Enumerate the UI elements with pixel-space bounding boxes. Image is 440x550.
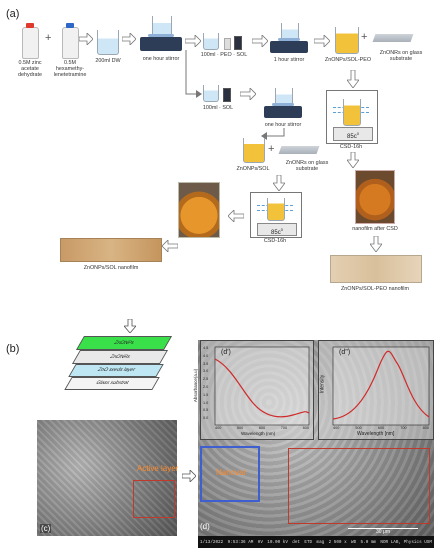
- chart-d1-tag: (d'): [221, 349, 231, 356]
- hexamine-label: 0.5M hexamethy- lenetetramine: [53, 60, 87, 79]
- down-arrow-icon: [347, 70, 359, 88]
- chart-d1-ylabel: Absorbance(a.u): [193, 368, 199, 403]
- nanovar-region: [200, 446, 260, 502]
- arrow-icon: [122, 33, 136, 45]
- top-stir-label: 1 hour stirror: [273, 57, 305, 63]
- peo-vial: [224, 38, 231, 50]
- arrow-icon: [314, 35, 330, 47]
- scale-bar: 30 μm: [348, 528, 418, 535]
- down-arrow-icon: [370, 236, 382, 252]
- chart-d1-xlabel: Wavelength (nm): [241, 431, 276, 436]
- active-layer-region: [133, 480, 175, 518]
- hexamine-bottle: [62, 23, 79, 59]
- panel-c-tag: (c): [40, 524, 52, 533]
- left-arrow-icon: [228, 210, 244, 222]
- bottom-sol-beaker: [203, 85, 219, 102]
- layer-stack: ZnONPs ZnONRs ZnO seeds layer Glass subs…: [64, 336, 182, 400]
- layer-seeds: ZnO seeds layer: [68, 364, 164, 377]
- bottom-csd-temp-sup: 0: [280, 227, 283, 232]
- bottom-substrate-label: ZnONRs on glass substrate: [285, 160, 329, 173]
- dw-label: 200ml DW: [95, 58, 121, 64]
- chart-d2-xlabel: Wavelength [nm]: [357, 431, 395, 437]
- zinc-acetate-label: 0.5M zinc acetate dehydrate: [18, 60, 42, 79]
- nanovar-label: Nanovar: [216, 468, 247, 477]
- plus-sign: +: [45, 32, 52, 44]
- arrow-icon: [182, 470, 196, 482]
- top-csd-box: 85c0: [326, 90, 378, 144]
- glass-substrate: [372, 34, 414, 42]
- arrow-icon: [252, 35, 268, 47]
- chart-d2-svg: [332, 346, 430, 426]
- down-arrow-icon: [347, 152, 359, 168]
- glass-substrate: [278, 146, 320, 154]
- plus-sign: +: [361, 31, 368, 43]
- chart-d2-ylabel: Intensity: [319, 374, 326, 394]
- top-csd-temp-sup: 0: [356, 131, 359, 136]
- left-arrow-icon: [162, 240, 178, 252]
- nanofilm-after-csd-label: nanofilm after CSD: [352, 226, 398, 232]
- top-stirrer: [270, 38, 308, 53]
- magnetic-stirrer: [140, 34, 182, 51]
- znonps-sol-peo-beaker: [335, 27, 359, 54]
- layer-glass: Glass substrat: [64, 377, 160, 390]
- bottom-stirrer: [264, 103, 302, 118]
- top-csd-label: CSD-16h: [339, 144, 363, 150]
- bottom-csd-temp: 85c: [271, 230, 281, 236]
- top-substrate-label: ZnONRs on glass substrate: [379, 50, 423, 63]
- panel-d-tag: (d): [200, 522, 210, 531]
- final-peo-film-photo: [330, 255, 422, 283]
- nanofilm-photo: [355, 170, 395, 224]
- down-arrow-icon: [273, 175, 285, 191]
- bottom-stir-label: one hour stirror: [264, 122, 302, 128]
- bottom-csd-box: 85c0: [250, 192, 302, 238]
- zoom-region: [288, 448, 430, 524]
- bottom-sol-vial: [223, 88, 231, 102]
- stirrer-label: one hour stirror: [142, 56, 180, 62]
- bottom-csd-label: CSD-16h: [263, 238, 287, 244]
- down-arrow-icon: [124, 319, 136, 333]
- zinc-acetate-bottle: [22, 23, 39, 59]
- dw-beaker: [97, 30, 119, 55]
- final-sol-film-photo: [60, 238, 162, 262]
- bottom-orange-beaker-photo: [178, 182, 220, 238]
- bottom-solution-label: 100ml · SOL: [202, 105, 234, 111]
- panel-b-label: (b): [6, 343, 20, 355]
- final-peo-label: ZnONPs/SOL-PEO nanofilm: [340, 286, 409, 292]
- plus-sign: +: [268, 143, 275, 155]
- final-sol-label: ZnONPs/SOL nanofilm: [83, 265, 139, 271]
- top-csd-temp: 85c: [347, 134, 357, 140]
- chart-d1-svg: [214, 346, 310, 426]
- curved-arrow-icon: [261, 128, 285, 140]
- top-solution-label: 100ml · PEO · SOL: [200, 52, 248, 58]
- layer-znonps: ZnONPs: [75, 336, 173, 350]
- sem-image-c: Active layer (c): [37, 420, 179, 536]
- chart-d2-tag: (d''): [339, 349, 351, 356]
- chart-d1: (d') Absorbance(a.u) Wavelength (nm) 4.5…: [193, 340, 314, 440]
- arrow-icon: [240, 88, 256, 100]
- branch-arrow-icon: [185, 50, 202, 98]
- arrow-icon: [185, 35, 201, 47]
- top-product-label: ZnONPs/SOL-PEO: [324, 57, 372, 63]
- sol-vial: [234, 36, 242, 50]
- panel-a-label: (a): [6, 8, 20, 20]
- sol-beaker: [203, 33, 219, 50]
- znonps-sol-beaker: [243, 138, 265, 163]
- arrow-icon: [79, 33, 93, 45]
- bottom-product-label: ZnONPs/SOL: [236, 166, 270, 172]
- active-layer-label: Active layer: [137, 464, 179, 473]
- layer-znonrs: ZnONRs: [71, 350, 169, 364]
